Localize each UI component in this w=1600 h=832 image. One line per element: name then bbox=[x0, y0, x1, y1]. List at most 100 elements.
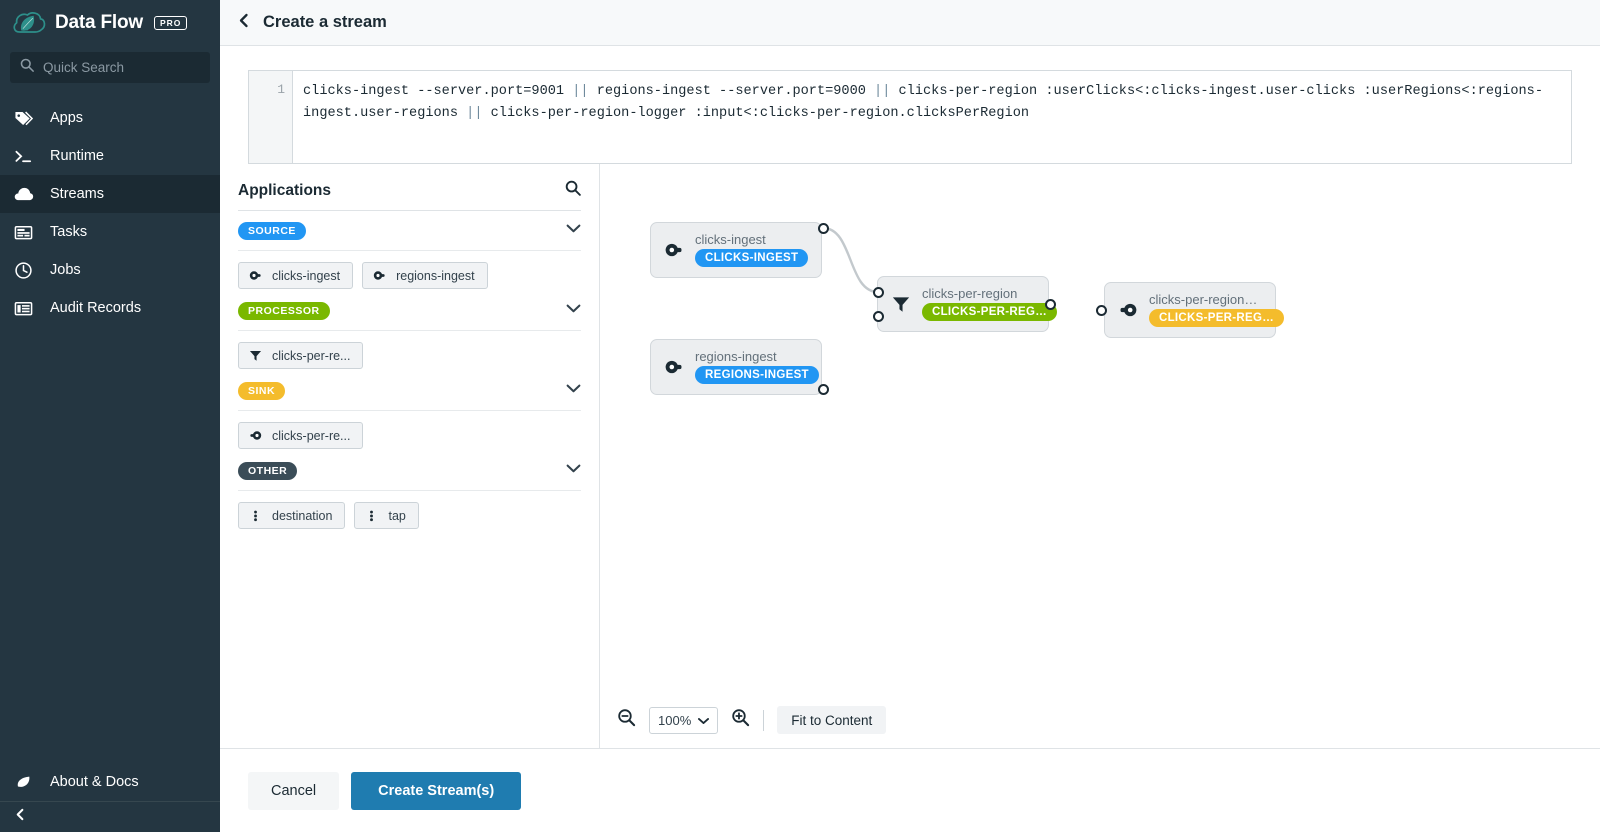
chevron-down-icon[interactable] bbox=[566, 381, 581, 401]
page-title: Create a stream bbox=[263, 13, 387, 31]
search-icon[interactable] bbox=[565, 180, 581, 201]
palette-app-tile[interactable]: clicks-ingest bbox=[238, 262, 354, 289]
group-badge-sink: SINK bbox=[238, 381, 286, 401]
leaf-icon bbox=[14, 773, 50, 791]
palette-app-label: destination bbox=[272, 508, 333, 523]
editor-split: Applications SOURCE clicks-ingest regions-… bbox=[220, 164, 1600, 748]
flow-port-input[interactable] bbox=[872, 286, 884, 298]
page-footer: Cancel Create Stream(s) bbox=[220, 748, 1600, 832]
sidebar-collapse-button[interactable] bbox=[0, 802, 220, 832]
palette-group-header: SINK bbox=[238, 371, 581, 411]
sidebar-item-label: About & Docs bbox=[50, 774, 139, 790]
fit-to-content-button[interactable]: Fit to Content bbox=[777, 706, 887, 734]
back-button[interactable] bbox=[237, 13, 251, 33]
flow-port-input[interactable] bbox=[1095, 304, 1107, 316]
brand-title: Data Flow bbox=[55, 12, 143, 33]
zoom-level-select[interactable]: 100% bbox=[649, 706, 719, 734]
palette-group-sink: SINK clicks-per-re... bbox=[238, 371, 581, 451]
palette-app-label: clicks-per-re... bbox=[272, 428, 351, 443]
palette-app-tile[interactable]: destination bbox=[238, 502, 346, 529]
cloud-icon bbox=[14, 184, 50, 204]
filter-icon bbox=[248, 348, 263, 363]
sidebar-item-streams[interactable]: Streams bbox=[0, 175, 220, 213]
flow-node-badge: CLICKS-PER-REG… bbox=[922, 302, 1058, 322]
dsl-editor-zone: 1 clicks-ingest --server.port=9001 || re… bbox=[220, 46, 1600, 164]
palette-group-header: SOURCE bbox=[238, 211, 581, 251]
chevron-down-icon[interactable] bbox=[566, 301, 581, 321]
source-port-icon bbox=[372, 268, 387, 283]
palette-group-source: SOURCE clicks-ingest regions-ingest bbox=[238, 211, 581, 291]
flow-edge bbox=[822, 226, 879, 294]
sink-port-icon bbox=[1117, 299, 1139, 321]
flow-port-output[interactable] bbox=[1044, 298, 1056, 310]
sidebar-item-label: Audit Records bbox=[50, 300, 142, 316]
sidebar-item-audit-records[interactable]: Audit Records bbox=[0, 289, 220, 327]
sidebar-item-label: Tasks bbox=[50, 224, 88, 240]
palette-app-label: regions-ingest bbox=[396, 268, 475, 283]
toolbar-divider bbox=[763, 709, 765, 731]
sidebar-item-jobs[interactable]: Jobs bbox=[0, 251, 220, 289]
flow-port-output[interactable] bbox=[817, 383, 829, 395]
palette-app-tile[interactable]: clicks-per-re... bbox=[238, 422, 364, 449]
palette-header: Applications bbox=[238, 180, 581, 211]
chevron-down-icon[interactable] bbox=[566, 221, 581, 241]
source-port-icon bbox=[663, 356, 685, 378]
sidebar-bottom: About & Docs bbox=[0, 763, 220, 832]
chevron-down-icon bbox=[698, 713, 710, 728]
palette-group-processor: PROCESSOR clicks-per-re... bbox=[238, 291, 581, 371]
palette-group-items: destination tap bbox=[238, 491, 581, 531]
sidebar-item-runtime[interactable]: Runtime bbox=[0, 137, 220, 175]
palette-group-header: PROCESSOR bbox=[238, 291, 581, 331]
sidebar-item-label: Jobs bbox=[50, 262, 81, 278]
canvas-zoom-toolbar: 100% bbox=[600, 692, 1600, 748]
sidebar-nav: Apps Runtime Streams bbox=[0, 99, 220, 327]
cancel-button[interactable]: Cancel bbox=[248, 771, 340, 810]
group-badge-processor: PROCESSOR bbox=[238, 301, 330, 321]
tag-icon bbox=[14, 109, 50, 128]
palette-app-tile[interactable]: clicks-per-re... bbox=[238, 342, 364, 369]
sidebar-search[interactable]: Quick Search bbox=[0, 46, 220, 93]
tasks-icon bbox=[14, 223, 50, 242]
spring-leaf-cloud-logo-icon: 010 bbox=[12, 10, 46, 37]
sidebar-item-apps[interactable]: Apps bbox=[0, 99, 220, 137]
sidebar-item-tasks[interactable]: Tasks bbox=[0, 213, 220, 251]
search-box[interactable]: Quick Search bbox=[10, 52, 210, 83]
clock-icon bbox=[14, 261, 50, 280]
sidebar-divider bbox=[0, 801, 220, 802]
search-input-placeholder[interactable]: Quick Search bbox=[43, 60, 125, 75]
brand: 010 Data Flow PRO bbox=[0, 0, 220, 46]
flow-port-output[interactable] bbox=[817, 222, 829, 234]
chevron-down-icon[interactable] bbox=[566, 461, 581, 481]
flow-node-badge: CLICKS-PER-REG… bbox=[1149, 308, 1285, 328]
flow-node-text: clicks-per-region…CLICKS-PER-REG… bbox=[1149, 292, 1285, 328]
flow-node-name: regions-ingest bbox=[695, 348, 777, 364]
zoom-in-icon[interactable] bbox=[731, 708, 750, 732]
sidebar: 010 Data Flow PRO Quick Search bbox=[0, 0, 220, 832]
svg-text:010: 010 bbox=[21, 26, 29, 31]
sidebar-item-label: Runtime bbox=[50, 148, 104, 164]
palette-group-items: clicks-per-re... bbox=[238, 411, 581, 451]
dsl-editor[interactable]: 1 clicks-ingest --server.port=9001 || re… bbox=[248, 70, 1572, 164]
create-streams-button[interactable]: Create Stream(s) bbox=[351, 771, 522, 810]
palette-app-tile[interactable]: regions-ingest bbox=[362, 262, 488, 289]
flow-node-badge: REGIONS-INGEST bbox=[695, 365, 819, 385]
dsl-code-text[interactable]: clicks-ingest --server.port=9001 || regi… bbox=[303, 84, 1543, 121]
sidebar-item-about-docs[interactable]: About & Docs bbox=[0, 763, 220, 801]
flow-node-name: clicks-ingest bbox=[695, 231, 766, 247]
list-icon bbox=[14, 299, 50, 318]
palette-group-items: clicks-ingest regions-ingest bbox=[238, 251, 581, 291]
palette-app-tile[interactable]: tap bbox=[354, 502, 419, 529]
palette-app-label: clicks-ingest bbox=[272, 268, 341, 283]
flow-node-sink[interactable]: clicks-per-region…CLICKS-PER-REG… bbox=[1104, 282, 1285, 338]
flow-port-input[interactable] bbox=[872, 310, 884, 322]
zoom-out-icon[interactable] bbox=[617, 708, 636, 732]
source-port-icon bbox=[663, 239, 685, 261]
